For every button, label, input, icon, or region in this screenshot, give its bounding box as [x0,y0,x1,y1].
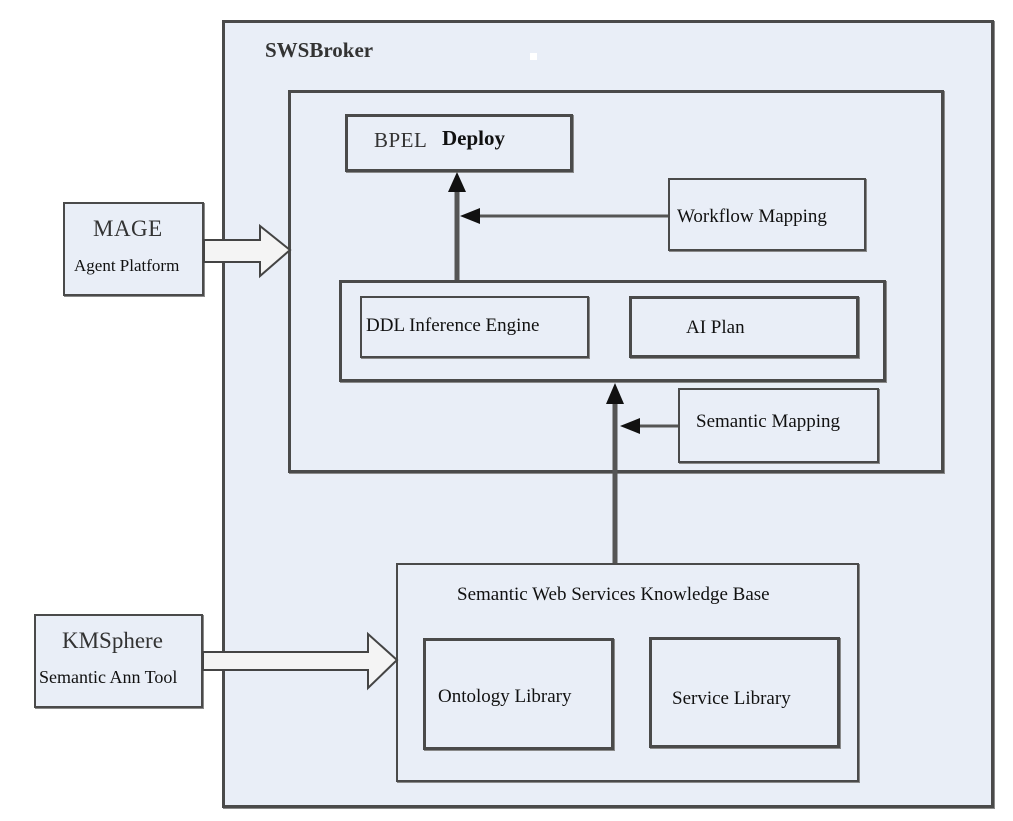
semantic-mapping-box [678,388,879,463]
mage-title: MAGE [93,216,163,241]
ai-plan-label: AI Plan [686,317,745,338]
workflow-arrowhead [460,208,480,224]
mage-box [63,202,204,296]
swsbroker-title: SWSBroker [265,38,374,62]
workflow-mapping-label: Workflow Mapping [677,206,827,227]
service-library-box [649,637,840,748]
kmsphere-subtitle: Semantic Ann Tool [39,667,178,687]
bpel-label: BPEL [374,128,428,152]
bpel-deploy-box [345,114,573,172]
semantic-mapping-label: Semantic Mapping [696,411,841,432]
kmsphere-title: KMSphere [62,628,163,653]
mage-subtitle: Agent Platform [74,256,180,275]
ontology-library-box [423,638,614,750]
ontology-library-label: Ontology Library [438,686,572,707]
deploy-label: Deploy [442,126,505,150]
ddl-inference-engine-label: DDL Inference Engine [366,315,540,336]
ddl-inference-engine-box [360,296,589,358]
engine-arrowhead [606,383,624,404]
mage-block-arrow [203,223,292,279]
workflow-mapping-box [668,178,866,251]
kmsphere-block-arrow [202,631,399,691]
ai-plan-box [629,296,859,358]
semantic-arrowhead [620,418,640,434]
knowledge-base-title: Semantic Web Services Knowledge Base [457,584,770,605]
service-library-label: Service Library [672,688,791,709]
decorative-dot [530,53,537,60]
bpel-arrowhead [448,172,466,192]
